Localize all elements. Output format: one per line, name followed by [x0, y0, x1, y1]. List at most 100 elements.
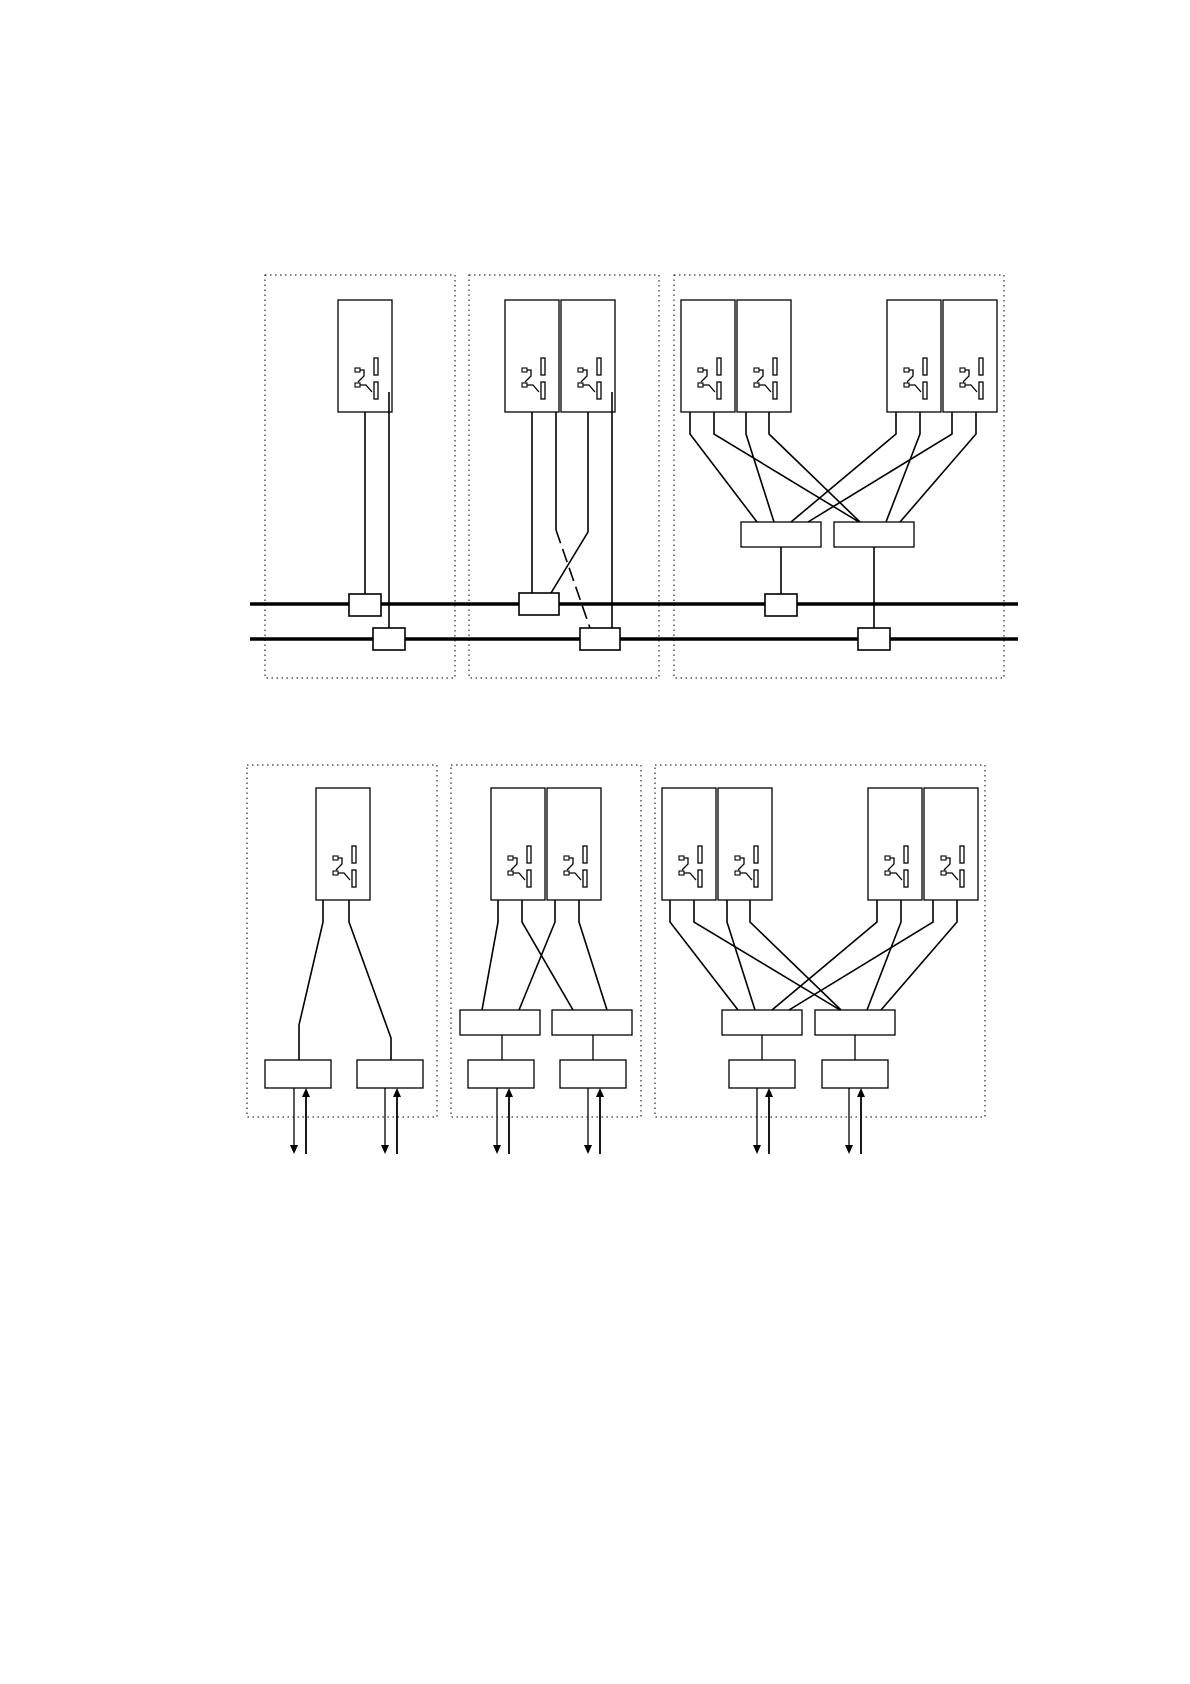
arrow-down-icon [493, 1145, 501, 1154]
indicator-bar [583, 870, 587, 887]
bus-coupler [373, 628, 405, 650]
wire [482, 900, 498, 1010]
contact [564, 871, 569, 875]
contact [735, 871, 740, 875]
contact [941, 871, 946, 875]
cabinet-frame [662, 788, 716, 900]
wire [789, 900, 933, 1010]
junction-box [552, 1010, 632, 1035]
indicator-bar [352, 870, 356, 887]
cabinet-frame [505, 300, 559, 412]
wire [694, 900, 840, 1010]
indicator-bar [773, 358, 777, 375]
bus-coupler [765, 594, 797, 616]
wire [556, 530, 590, 628]
contact [698, 383, 703, 387]
arrow-down-icon [290, 1145, 298, 1154]
arrow-down-icon [381, 1145, 389, 1154]
arrow-up-icon [765, 1088, 773, 1097]
contact [578, 383, 583, 387]
io-module [729, 1060, 795, 1088]
indicator-bar [754, 846, 758, 863]
cabinet [561, 300, 615, 412]
contact [941, 856, 946, 860]
contact [333, 871, 338, 875]
cabinet [505, 300, 559, 412]
indicator-bar [904, 870, 908, 887]
contact [904, 383, 909, 387]
indicator-bar [541, 382, 545, 399]
contact [679, 856, 684, 860]
indicator-bar [597, 358, 601, 375]
io-module [357, 1060, 423, 1088]
indicator-bar [374, 382, 378, 399]
indicator-bar [527, 846, 531, 863]
bus-coupler [858, 628, 890, 650]
indicator-bar [717, 358, 721, 375]
contact [698, 368, 703, 372]
indicator-bar [583, 846, 587, 863]
cabinet-frame [491, 788, 545, 900]
junction-box [741, 522, 821, 547]
bus-coupler [580, 628, 620, 650]
contact [754, 368, 759, 372]
contact [355, 383, 360, 387]
bottom-diagram [247, 765, 985, 1154]
cabinet [316, 788, 370, 900]
indicator-bar [904, 846, 908, 863]
contact [333, 856, 338, 860]
cabinet-frame [924, 788, 978, 900]
indicator-bar [773, 382, 777, 399]
wire [579, 900, 607, 1010]
io-module [822, 1060, 888, 1088]
contact [679, 871, 684, 875]
cabinet [491, 788, 545, 900]
contact [960, 383, 965, 387]
cabinet-frame [338, 300, 392, 412]
cabinet-frame [547, 788, 601, 900]
cabinet-frame [943, 300, 997, 412]
wire [690, 412, 757, 522]
indicator-bar [979, 358, 983, 375]
cabinet-frame [561, 300, 615, 412]
contact [578, 368, 583, 372]
junction-box [815, 1010, 895, 1035]
arrow-up-icon [302, 1088, 310, 1097]
cabinet-frame [718, 788, 772, 900]
junction-box [460, 1010, 540, 1035]
cabinet [943, 300, 997, 412]
contact [564, 856, 569, 860]
contact [885, 871, 890, 875]
cabinet-frame [737, 300, 791, 412]
cabinet-frame [316, 788, 370, 900]
cabinet-frame [887, 300, 941, 412]
wire [808, 412, 952, 522]
contact [508, 856, 513, 860]
wire [519, 900, 555, 1010]
cabinet [737, 300, 791, 412]
indicator-bar [541, 358, 545, 375]
io-module [560, 1060, 626, 1088]
indicator-bar [960, 870, 964, 887]
indicator-bar [698, 846, 702, 863]
wire [900, 412, 976, 522]
indicator-bar [527, 870, 531, 887]
wire [551, 532, 588, 593]
wire [349, 900, 391, 1060]
io-module [468, 1060, 534, 1088]
cabinet-frame [868, 788, 922, 900]
indicator-bar [923, 358, 927, 375]
bus-coupler [519, 593, 559, 615]
contact [960, 368, 965, 372]
contact [754, 383, 759, 387]
contact [904, 368, 909, 372]
wire [299, 900, 323, 1060]
wire [714, 412, 859, 522]
wire [769, 412, 860, 522]
arrow-up-icon [596, 1088, 604, 1097]
indicator-bar [374, 358, 378, 375]
arrow-up-icon [393, 1088, 401, 1097]
contact [508, 871, 513, 875]
